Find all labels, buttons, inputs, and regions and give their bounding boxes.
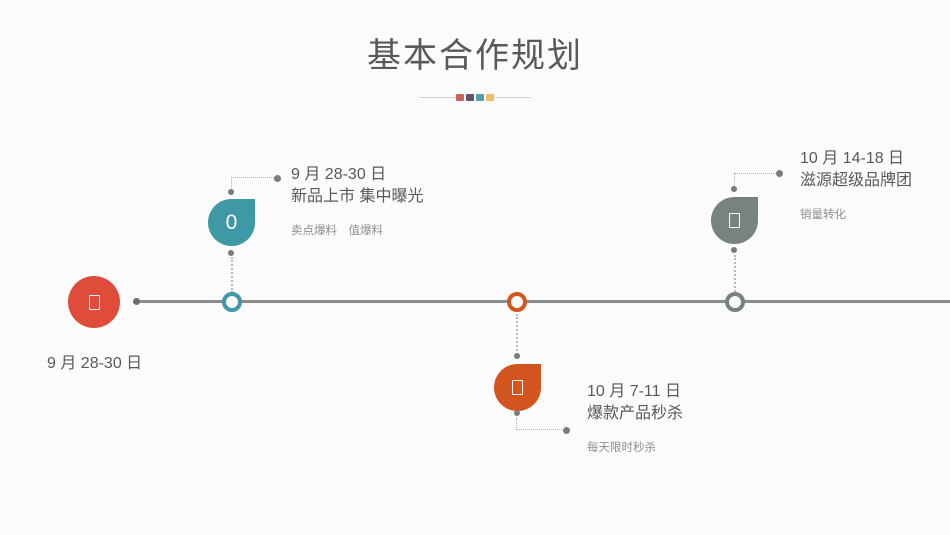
milestone-1-axis-ring [222, 292, 242, 312]
milestone-3-connector [734, 173, 776, 187]
milestone-2-stem [516, 314, 518, 351]
milestone-1-text: 9 月 28-30 日 新品上市 集中曝光 卖点爆料 值爆料 [291, 164, 423, 239]
timeline-start-badge [68, 276, 120, 328]
divider-square-purple [466, 93, 474, 101]
milestone-3-date: 10 月 14-18 日 [800, 150, 905, 167]
milestone-3-stem [734, 255, 736, 292]
milestone-2-date: 10 月 7-11 日 [587, 383, 681, 400]
milestone-3-dot-end [776, 170, 783, 177]
milestone-1-stem [231, 257, 233, 293]
milestone-2-marker [494, 364, 541, 411]
timeline-axis [137, 300, 950, 303]
milestone-1-marker: 0 [208, 199, 255, 246]
milestone-3-note: 销量转化 [800, 209, 846, 221]
milestone-1-dot-top [228, 189, 234, 195]
milestone-3-axis-ring [725, 292, 745, 312]
milestone-2-dot-top [514, 353, 520, 359]
milestone-3-text: 10 月 14-18 日 滋源超级品牌团 销量转化 [800, 148, 912, 223]
milestone-2-text: 10 月 7-11 日 爆款产品秒杀 每天限时秒杀 [587, 381, 683, 456]
milestone-1-connector [231, 177, 276, 190]
milestone-1-note: 卖点爆料 值爆料 [291, 225, 383, 237]
milestone-2-connector [516, 418, 562, 430]
milestone-2-title: 爆款产品秒杀 [587, 405, 684, 422]
slide-title: 基本合作规划 [367, 37, 583, 75]
box-placeholder-icon [729, 213, 740, 228]
box-placeholder-icon [88, 294, 100, 310]
divider-square-teal [476, 93, 484, 101]
title-divider [0, 90, 950, 104]
milestone-1-dot-end [274, 175, 281, 182]
divider-square-red [456, 93, 464, 101]
milestone-1-date: 9 月 28-30 日 [291, 166, 387, 183]
milestone-2-dot-end [563, 427, 570, 434]
divider-line-right [495, 96, 531, 98]
milestone-1-title: 新品上市 集中曝光 [291, 188, 424, 205]
timeline-start-label: 9 月 28-30 日 [47, 355, 143, 372]
milestone-2-axis-ring [507, 292, 527, 312]
divider-line-left [419, 96, 455, 98]
milestone-2-dot-bottom [514, 410, 520, 416]
timeline-axis-start-dot [133, 298, 140, 305]
milestone-3-dot-top [731, 186, 737, 192]
milestone-1-dot-bottom [228, 250, 234, 256]
milestone-3-title: 滋源超级品牌团 [800, 172, 913, 189]
box-placeholder-icon [512, 380, 523, 395]
milestone-1-badge: 0 [225, 210, 238, 234]
milestone-2-note: 每天限时秒杀 [587, 442, 656, 454]
milestone-3-marker [711, 197, 758, 244]
milestone-3-dot-bottom [731, 247, 737, 253]
divider-square-yellow [486, 93, 494, 101]
